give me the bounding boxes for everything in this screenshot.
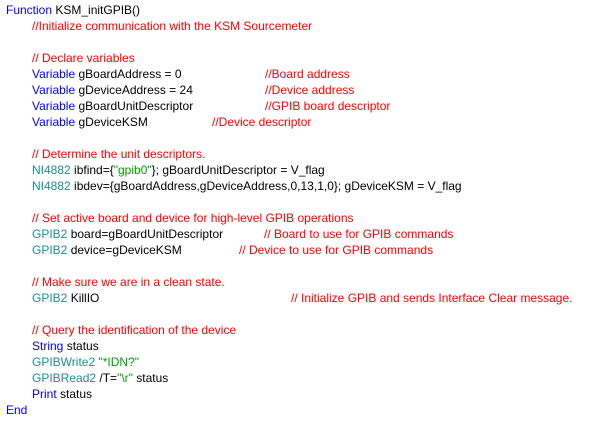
comment-token: // Board to use for GPIB commands [264,227,454,241]
keyword-token: Function [6,3,53,17]
code-text: gBoardAddress = 0 [75,67,182,81]
code-text: status [132,371,169,385]
code-text: device=gDeviceKSM [67,243,182,257]
keyword-token: Variable [32,99,76,113]
comment-token: //Device address [265,83,355,97]
code-line: GPIBWrite2 "*IDN?" [32,355,139,370]
code-line: GPIBRead2 /T="\r" status [32,371,168,386]
code-line: // Declare variables [32,51,135,66]
code-text: gDeviceKSM [75,115,148,129]
comment-token: //Board address [265,67,350,81]
code-line: // Make sure we are in a clean state. [32,275,225,290]
code-line: End [6,403,27,418]
code-text: board=gBoardUnitDescriptor [67,227,224,241]
string-literal: "\r" [117,371,133,385]
code-line: Function KSM_initGPIB() [6,3,140,18]
code-line: Variable gBoardAddress = 0 //Board addres… [32,67,350,82]
keyword-token: String [32,339,64,353]
comment-token: // Determine the unit descriptors. [32,147,206,161]
code-text: }; gBoardUnitDescriptor = V_flag [151,163,325,177]
keyword-token: Variable [32,83,76,97]
operation-token: GPIB2 [32,291,68,305]
string-literal: "gpib0" [113,163,152,177]
code-line: GPIB2 device=gDeviceKSM // Device to use … [32,243,433,258]
code-text: KSM_initGPIB() [52,3,141,17]
code-line: Print status [32,387,92,402]
code-line: // Determine the unit descriptors. [32,147,205,162]
comment-token: //GPIB board descriptor [265,99,391,113]
comment-token: //Initialize communication with the KSM … [32,19,313,33]
operation-token: NI4882 [32,163,71,177]
comment-token: // Initialize GPIB and sends Interface C… [291,291,573,305]
code-text: ibfind={ [70,163,114,177]
comment-token: // Set active board and device for high-… [32,211,354,225]
code-line: //Initialize communication with the KSM … [32,19,312,34]
code-line: Variable gDeviceAddress = 24 //Device add… [32,83,354,98]
operation-token: GPIBRead2 [32,371,97,385]
code-text: KillIO [67,291,100,305]
code-line: GPIB2 KillIO // Initialize GPIB and sends… [32,291,572,306]
keyword-token: End [6,403,28,417]
keyword-token: Variable [32,115,76,129]
code-line: NI4882 ibfind={"gpib0"}; gBoardUnitDescr… [32,163,325,178]
code-text: /T= [96,371,118,385]
comment-token: // Make sure we are in a clean state. [32,275,225,289]
code-line: // Set active board and device for high-… [32,211,354,226]
operation-token: GPIBWrite2 [32,355,96,369]
comment-token: //Device descriptor [212,115,312,129]
comment-token: // Query the identification of the devic… [32,323,237,337]
operation-token: GPIB2 [32,227,68,241]
code-line: String status [32,339,99,354]
code-line: Variable gDeviceKSM //Device descriptor [32,115,311,130]
operation-token: NI4882 [32,179,71,193]
code-line: NI4882 ibdev={gBoardAddress,gDeviceAddre… [32,179,462,194]
code-text: status [56,387,93,401]
operation-token: GPIB2 [32,243,68,257]
comment-token: // Declare variables [32,51,135,65]
string-literal: "*IDN?" [98,355,140,369]
code-line: // Query the identification of the devic… [32,323,236,338]
code-line: Variable gBoardUnitDescriptor //GPIB boar… [32,99,390,114]
code-text: ibdev={gBoardAddress,gDeviceAddress,0,13… [70,179,462,193]
comment-token: // Device to use for GPIB commands [239,243,434,257]
keyword-token: Variable [32,67,76,81]
keyword-token: Print [32,387,57,401]
code-text: gBoardUnitDescriptor [75,99,194,113]
code-text: status [63,339,99,353]
code-text: gDeviceAddress = 24 [75,83,193,97]
code-line: GPIB2 board=gBoardUnitDescriptor // Board… [32,227,453,242]
